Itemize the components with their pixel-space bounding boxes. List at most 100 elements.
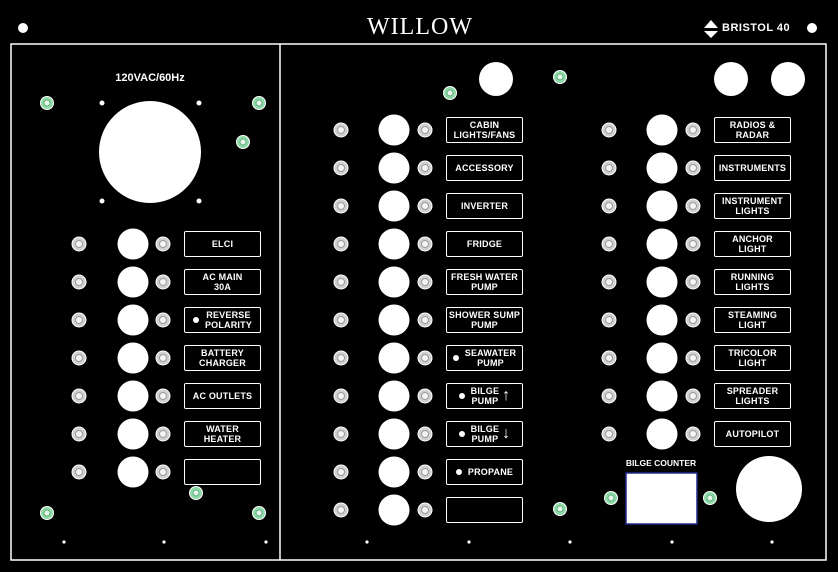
breaker-switch[interactable] [646,228,678,260]
breaker-label: REVERSE POLARITY [184,307,261,333]
mount-hole-marker [162,540,166,544]
breaker-label: BILGE PUMP↓ [446,421,523,447]
indicator-light-icon [155,274,171,290]
breaker-switch[interactable] [117,342,149,374]
breaker-switch[interactable] [646,304,678,336]
dc-meter-cutout [479,62,513,96]
indicator-light-icon [333,274,349,290]
breaker-label-text: REVERSE POLARITY [204,310,253,330]
meter-mount-hole [196,198,202,204]
breaker-switch[interactable] [646,380,678,412]
breaker-label: WATER HEATER [184,421,261,447]
breaker-label: AUTOPILOT [714,421,791,447]
status-dot-icon [455,469,462,475]
breaker-switch[interactable] [646,266,678,298]
breaker-switch[interactable] [378,494,410,526]
breaker-switch[interactable] [117,304,149,336]
breaker-label-text: ELCI [211,239,234,249]
meter-mount-hole [196,100,202,106]
mounting-screw-icon [553,70,567,84]
brand-name: WILLOW [367,14,473,40]
indicator-light-icon [685,274,701,290]
breaker-label: INSTRUMENTS [714,155,791,181]
indicator-light-icon [333,312,349,328]
model-name: BRISTOL 40 [722,22,791,34]
breaker-switch[interactable] [646,152,678,184]
breaker-label-text: BATTERY CHARGER [199,348,246,368]
breaker-switch[interactable] [378,380,410,412]
indicator-light-icon [417,312,433,328]
breaker-switch[interactable] [117,266,149,298]
indicator-light-icon [155,236,171,252]
indicator-light-icon [601,350,617,366]
breaker-label-text: WATER HEATER [203,424,242,444]
indicator-light-icon [333,464,349,480]
indicator-light-icon [601,426,617,442]
indicator-light-icon [155,388,171,404]
breaker-switch[interactable] [117,418,149,450]
breaker-switch[interactable] [117,380,149,412]
breaker-switch[interactable] [378,152,410,184]
breaker-label-text: RADIOS & RADAR [729,120,776,140]
indicator-light-icon [417,464,433,480]
breaker-switch[interactable] [646,114,678,146]
breaker-switch[interactable] [378,114,410,146]
breaker-switch[interactable] [378,342,410,374]
meter-mount-hole [99,198,105,204]
breaker-label: STEAMING LIGHT [714,307,791,333]
indicator-light-icon [155,426,171,442]
indicator-light-icon [685,236,701,252]
indicator-light-icon [333,426,349,442]
bilge-alarm-cutout [736,456,802,522]
breaker-switch[interactable] [117,456,149,488]
breaker-switch[interactable] [378,190,410,222]
panel-frame [10,43,827,561]
indicator-light-icon [601,160,617,176]
breaker-switch[interactable] [378,456,410,488]
mount-hole-marker [365,540,369,544]
mounting-screw-icon [40,96,54,110]
indicator-light-icon [685,350,701,366]
breaker-switch[interactable] [646,342,678,374]
breaker-switch[interactable] [378,266,410,298]
indicator-light-icon [417,502,433,518]
breaker-switch[interactable] [378,304,410,336]
indicator-light-icon [71,274,87,290]
indicator-light-icon [71,350,87,366]
breaker-label: PROPANE [446,459,523,485]
indicator-light-icon [71,312,87,328]
breaker-label-text: BILGE PUMP [470,386,500,406]
breaker-label: SEAWATER PUMP [446,345,523,371]
arrow-down-icon: ↓ [502,425,511,442]
ac-section-title: 120VAC/60Hz [115,72,185,84]
breaker-label-text: RUNNING LIGHTS [730,272,775,292]
indicator-light-icon [71,388,87,404]
breaker-label-text: FRIDGE [466,239,503,249]
breaker-label-text: PROPANE [467,467,514,477]
breaker-label-text: INSTRUMENT LIGHTS [722,196,783,216]
breaker-label-text: AC OUTLETS [192,391,253,401]
breaker-switch[interactable] [117,228,149,260]
breaker-label-text: ACCESSORY [455,163,514,173]
breaker-label: FRESH WATER PUMP [446,269,523,295]
indicator-light-icon [685,122,701,138]
indicator-light-icon [333,502,349,518]
breaker-switch[interactable] [646,190,678,222]
indicator-light-icon [417,274,433,290]
arrow-up-icon: ↑ [502,387,511,404]
breaker-switch[interactable] [378,228,410,260]
indicator-light-icon [417,350,433,366]
breaker-label: AC MAIN 30A [184,269,261,295]
indicator-light-icon [601,198,617,214]
mounting-screw-icon [236,135,250,149]
breaker-label: RADIOS & RADAR [714,117,791,143]
breaker-switch[interactable] [378,418,410,450]
breaker-label: ELCI [184,231,261,257]
breaker-switch[interactable] [646,418,678,450]
breaker-label-text: SHOWER SUMP PUMP [448,310,521,330]
mounting-screw-icon [252,506,266,520]
mounting-screw-icon [703,491,717,505]
status-dot-icon [452,355,459,361]
meter-mount-hole [99,100,105,106]
mount-hole-marker [467,540,471,544]
